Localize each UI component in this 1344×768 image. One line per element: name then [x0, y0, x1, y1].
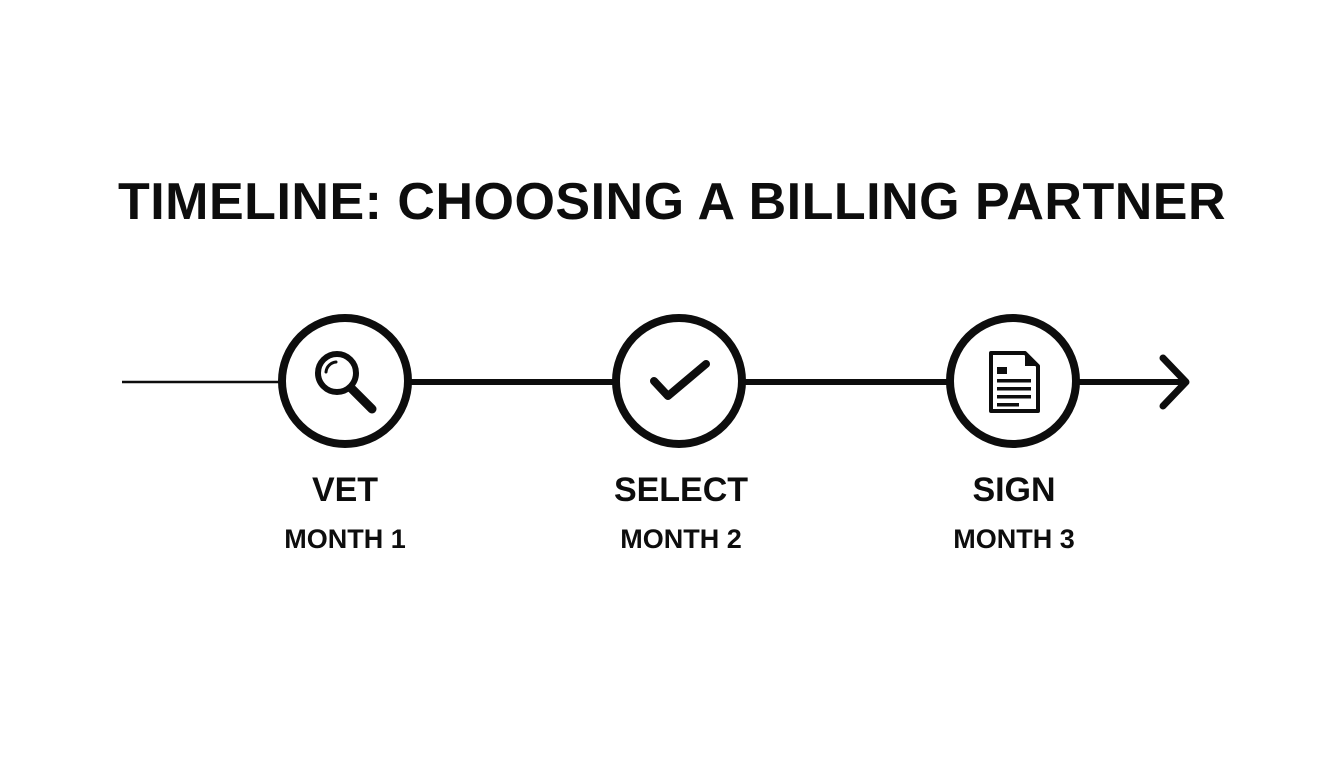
timeline-arrow-head [1159, 354, 1190, 410]
step-period-sign: MONTH 3 [953, 524, 1075, 554]
timeline-node-select [612, 314, 746, 448]
magnifying-glass-icon [315, 351, 377, 414]
step-name-vet: VET [311, 471, 379, 509]
document-icon [989, 351, 1040, 413]
node-circle-vet [278, 314, 412, 448]
timeline-node-vet [278, 314, 412, 448]
step-name-sign: SIGN [972, 471, 1056, 509]
checkmark-icon [650, 360, 710, 400]
step-period-select: MONTH 2 [620, 524, 742, 554]
step-period-vet: MONTH 1 [284, 524, 406, 554]
step-name-select: SELECT [613, 471, 749, 509]
diagram-title: TIMELINE: CHOOSING A BILLING PARTNER [117, 173, 1227, 231]
timeline-node-sign [946, 314, 1080, 448]
node-circle-select [612, 314, 746, 448]
